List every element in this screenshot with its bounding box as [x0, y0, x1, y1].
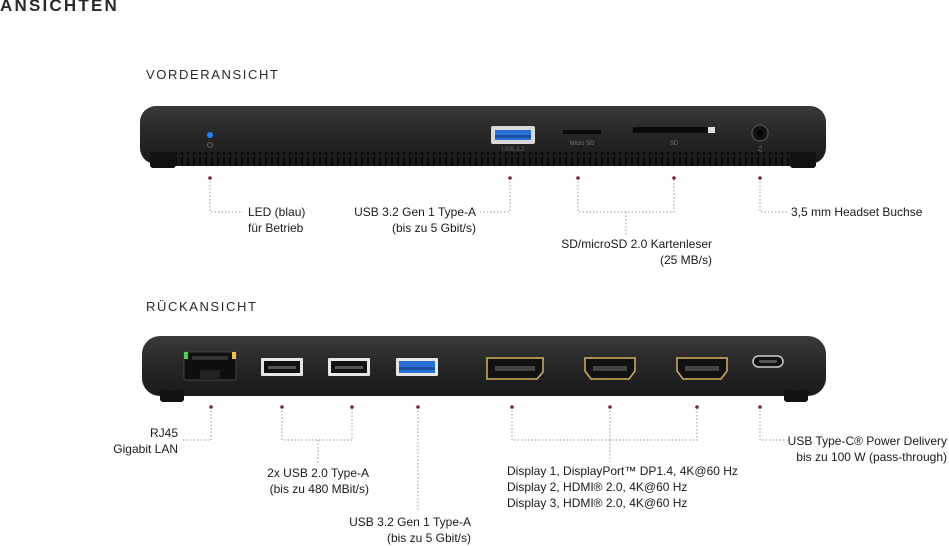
rear-callout-dots: [209, 405, 762, 409]
power-icon: [207, 142, 213, 148]
callout-usbc: USB Type-C® Power Delivery bis zu 100 W …: [788, 433, 947, 465]
front-callout-dots: [208, 176, 762, 180]
callout-led: LED (blau) für Betrieb: [248, 204, 305, 236]
rear-device: [142, 336, 826, 402]
rear-usb3-port: [396, 358, 438, 376]
callout-display-1: Display 1, DisplayPort™ DP1.4, 4K@60 Hz: [507, 464, 738, 478]
microsd-slot: [563, 130, 601, 134]
callout-displays: Display 1, DisplayPort™ DP1.4, 4K@60 Hz …: [507, 463, 738, 511]
led-indicator: [207, 132, 213, 138]
usb2-port-2: [328, 358, 370, 376]
callout-front-usb-line1: USB 3.2 Gen 1 Type-A: [354, 205, 476, 219]
callout-rj45-line2: Gigabit LAN: [113, 442, 178, 456]
callout-rj45-line1: RJ45: [149, 426, 178, 440]
callout-usb2-line1: 2x USB 2.0 Type-A: [267, 466, 369, 480]
callout-led-line1: LED (blau): [248, 205, 306, 219]
callout-usbc-line2: bis zu 100 W (pass-through): [796, 450, 947, 464]
front-device: USB 3.2 Micro SD SD ♫: [140, 106, 826, 168]
sd-marking: SD: [670, 141, 679, 147]
callout-display-2: Display 2, HDMI® 2.0, 4K@60 Hz: [507, 480, 688, 494]
front-usb-marking: USB 3.2: [502, 147, 525, 153]
callout-front-usb-line2: (bis zu 5 Gbit/s): [391, 221, 476, 235]
hdmi-port-2: [676, 357, 728, 380]
callout-card-reader-line2: (25 MB/s): [659, 253, 712, 267]
rj45-port: [183, 351, 237, 381]
callout-audio: 3,5 mm Headset Buchse: [791, 204, 922, 220]
callout-rear-usb3: USB 3.2 Gen 1 Type-A (bis zu 5 Gbit/s): [349, 514, 471, 546]
rear-callout-lines: [182, 407, 790, 512]
front-callout-lines: [209, 178, 788, 236]
usb2-port-1: [261, 358, 303, 376]
callout-front-usb: USB 3.2 Gen 1 Type-A (bis zu 5 Gbit/s): [354, 204, 476, 236]
front-view-heading: VORDERANSICHT: [146, 67, 280, 82]
headset-icon: ♫: [757, 145, 763, 153]
callout-display-3: Display 3, HDMI® 2.0, 4K@60 Hz: [507, 496, 688, 510]
sd-slot: [633, 127, 715, 133]
callout-usbc-line1: USB Type-C® Power Delivery: [787, 434, 947, 448]
microsd-marking: Micro SD: [570, 141, 595, 147]
callout-rj45: RJ45 Gigabit LAN: [113, 425, 178, 457]
callout-audio-line1: 3,5 mm Headset Buchse: [791, 205, 923, 219]
callout-usb2: 2x USB 2.0 Type-A (bis zu 480 MBit/s): [267, 465, 369, 497]
hdmi-port-1: [584, 357, 636, 380]
callout-card-reader: SD/microSD 2.0 Kartenleser (25 MB/s): [561, 236, 712, 268]
displayport-port: [486, 357, 544, 380]
callout-usb2-line2: (bis zu 480 MBit/s): [269, 482, 369, 496]
front-usb3-port: [491, 126, 535, 144]
callout-card-reader-line1: SD/microSD 2.0 Kartenleser: [561, 237, 712, 251]
usbc-port: [752, 355, 784, 368]
callout-rear-usb3-line1: USB 3.2 Gen 1 Type-A: [349, 515, 471, 529]
callout-led-line2: für Betrieb: [248, 221, 304, 235]
page-title: ANSICHTEN: [0, 0, 119, 15]
rear-view-heading: RÜCKANSICHT: [146, 299, 258, 314]
callout-rear-usb3-line2: (bis zu 5 Gbit/s): [386, 531, 471, 545]
